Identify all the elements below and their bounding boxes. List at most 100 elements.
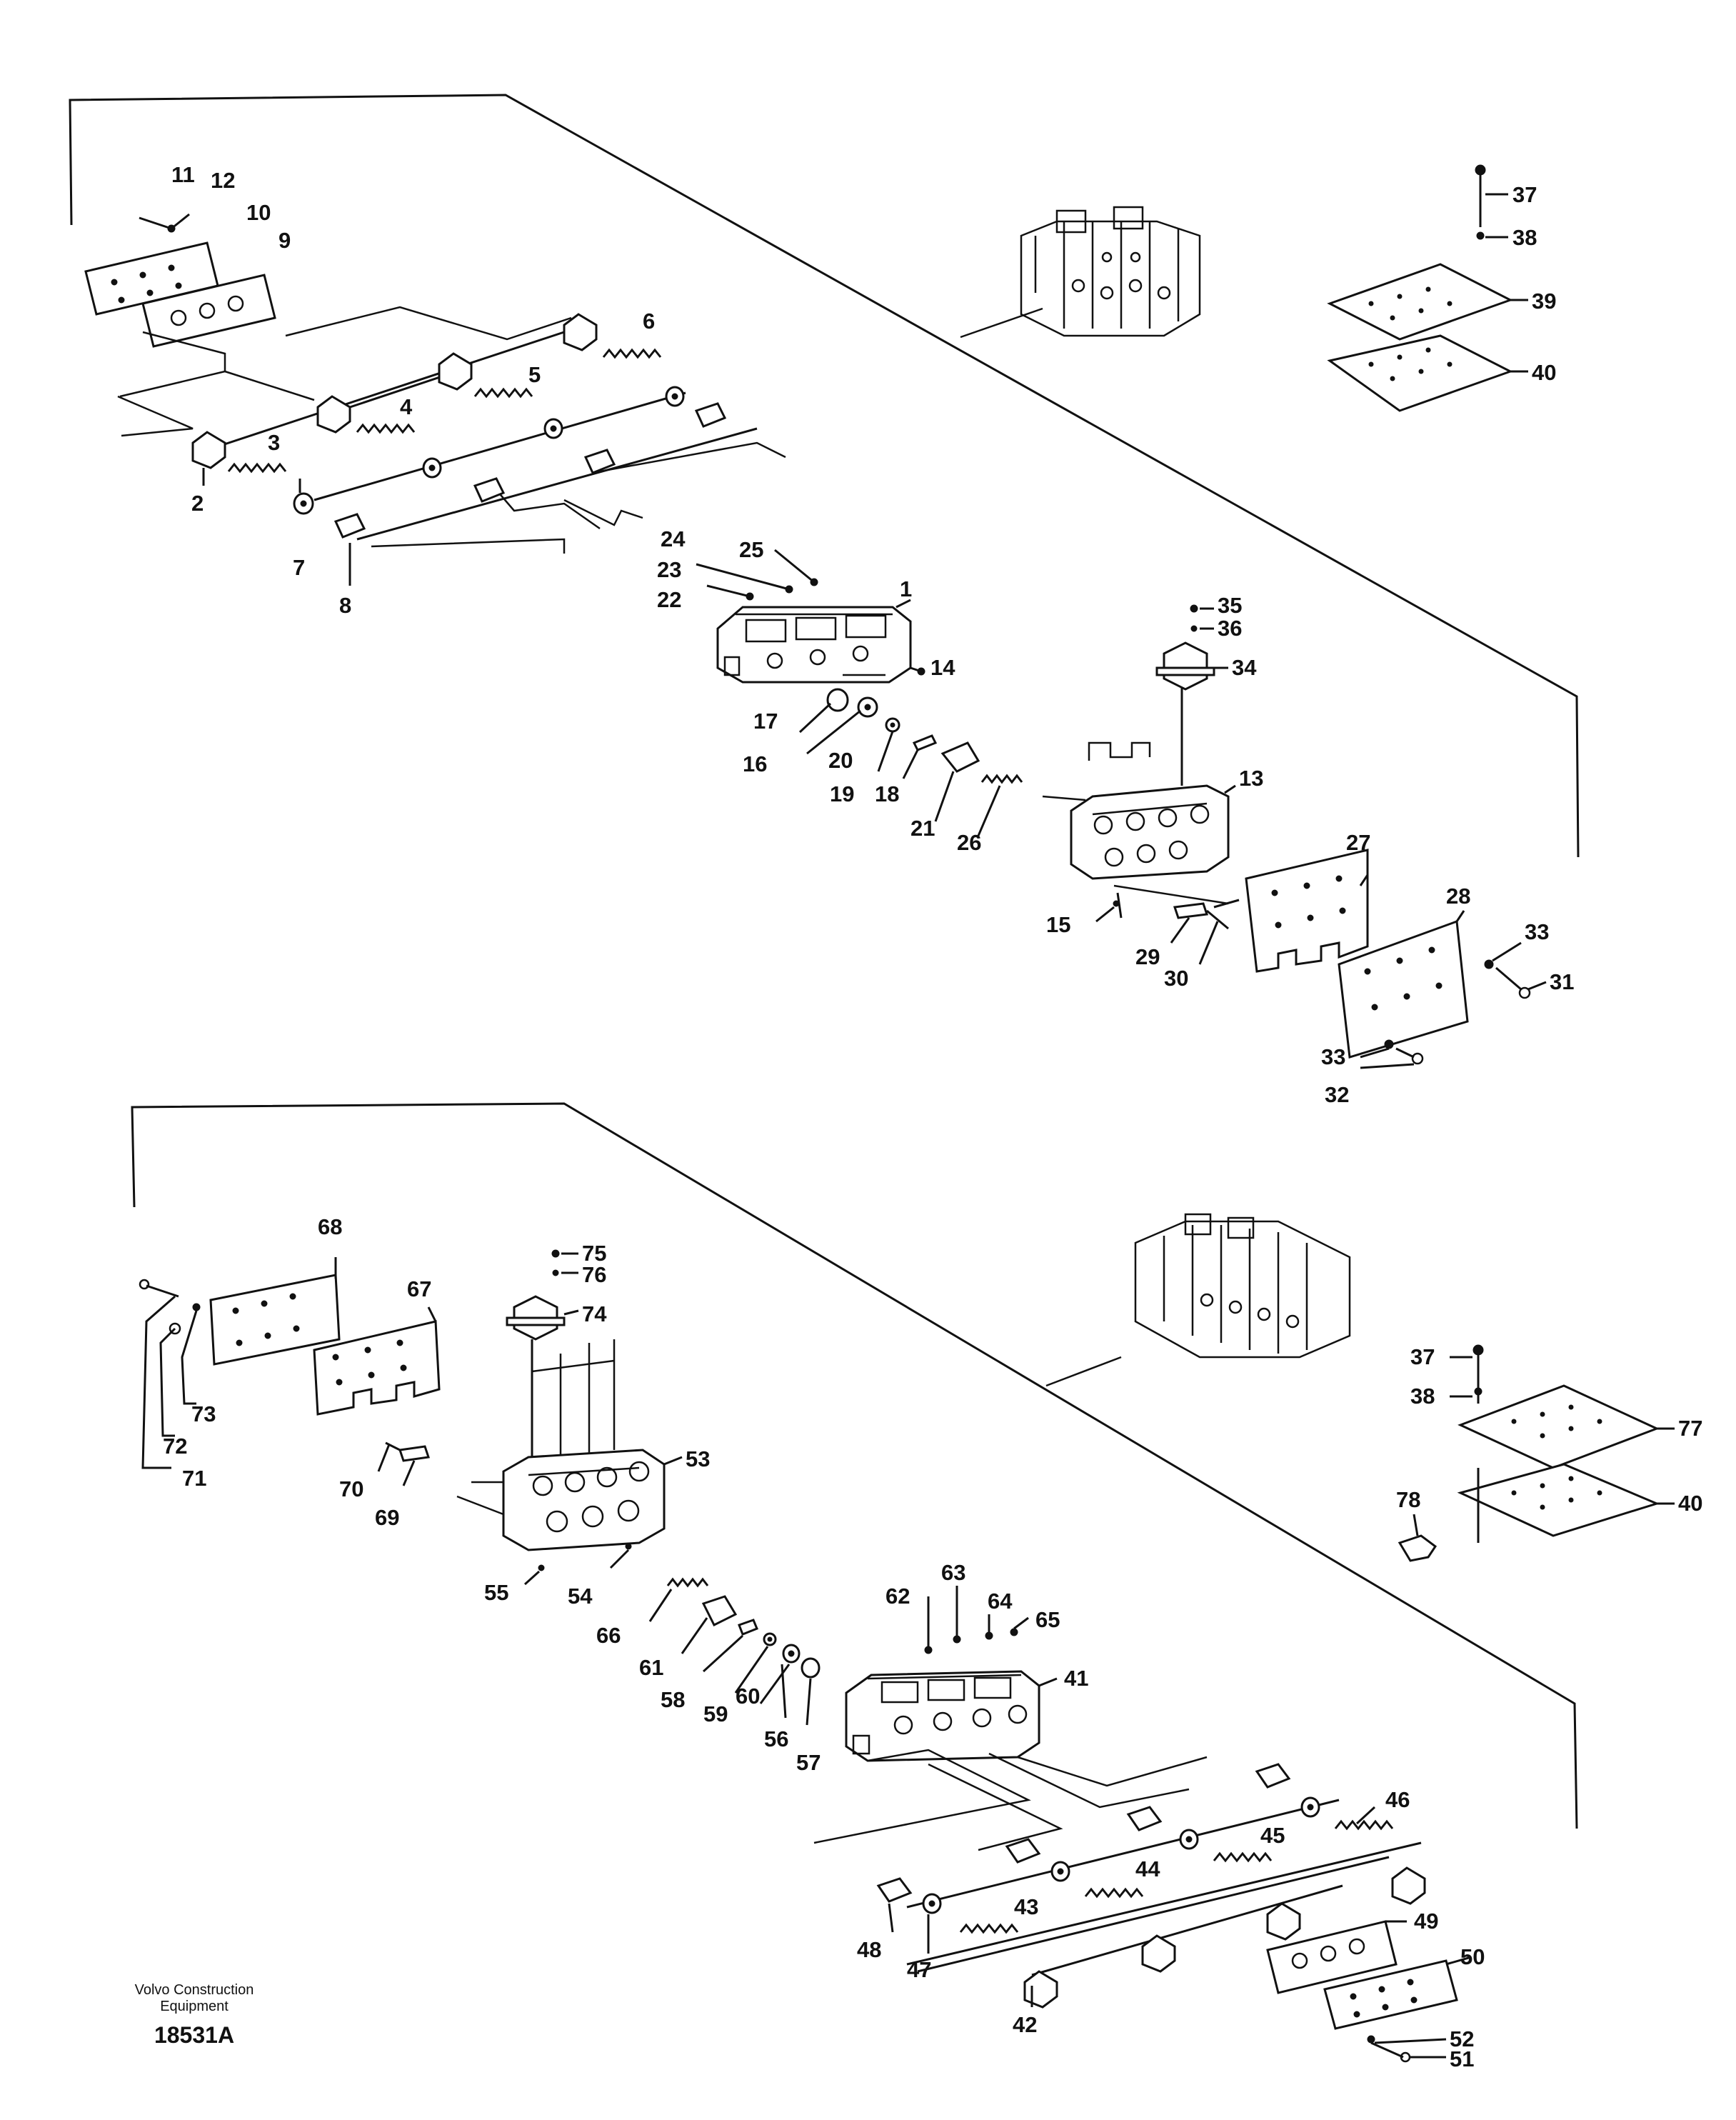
label-part-20: 20 [828,748,853,773]
label-part-47: 47 [907,1957,931,1982]
label-part-62: 62 [885,1584,910,1609]
label-part-75: 75 [582,1241,606,1266]
label-part-27: 27 [1346,830,1370,855]
label-part-13: 13 [1239,766,1263,791]
label-part-22: 22 [657,587,681,612]
lower-assembly-frame [131,1102,1578,1829]
cover-plates-27-28 [1245,849,1547,1069]
label-part-38-upper: 38 [1512,225,1537,250]
label-part-11: 11 [171,162,195,187]
cover-plates-67-68 [139,1257,441,1469]
label-part-67: 67 [407,1276,431,1301]
label-part-43: 43 [1014,1894,1038,1919]
label-part-35: 35 [1218,593,1242,618]
relief-valve-parts [798,688,1023,836]
label-part-7: 7 [293,555,305,580]
label-part-50: 50 [1460,1944,1485,1969]
valve-section-body-53 [377,1249,683,1586]
label-part-37-lower: 37 [1410,1344,1435,1369]
drawing-footer: Volvo Construction Equipment 18531A [135,1982,254,2048]
label-part-41: 41 [1064,1666,1088,1691]
valve-section-body-41 [845,1586,1058,1762]
label-part-26: 26 [957,830,981,855]
label-part-42: 42 [1013,2012,1037,2037]
label-part-25: 25 [739,537,763,562]
part-number-labels: 11 12 10 9 6 5 4 3 2 7 8 24 23 22 25 1 1… [163,162,1702,2071]
label-part-77: 77 [1678,1416,1702,1441]
label-part-1: 1 [900,576,912,601]
label-part-58: 58 [661,1687,685,1712]
label-part-32: 32 [1325,1082,1349,1107]
label-part-38-lower: 38 [1410,1384,1435,1409]
label-part-15: 15 [1046,912,1070,937]
label-part-72: 72 [163,1434,187,1459]
label-part-14: 14 [930,655,955,680]
label-part-19: 19 [830,781,854,806]
label-part-64: 64 [988,1589,1013,1614]
label-part-70: 70 [339,1476,363,1501]
label-part-21: 21 [910,816,935,841]
label-part-76: 76 [582,1262,606,1287]
label-part-61: 61 [639,1655,663,1680]
label-part-24: 24 [661,526,686,551]
label-part-51: 51 [1450,2046,1474,2071]
label-part-73: 73 [191,1401,216,1426]
label-part-56: 56 [764,1726,788,1751]
label-part-2: 2 [191,491,204,516]
label-part-57: 57 [796,1750,821,1775]
label-part-33-lower: 33 [1321,1044,1345,1069]
lower-valve-thumbnail [1134,1213,1351,1359]
label-part-5: 5 [528,362,541,387]
label-part-54: 54 [568,1584,593,1609]
label-part-63: 63 [941,1560,965,1585]
spools-springs-upper [117,306,786,586]
upper-cover-group [1327,164,1528,412]
relief-valve-parts-lower [648,1577,821,1726]
company-name-line1: Volvo Construction [135,1982,254,1998]
label-part-31: 31 [1550,969,1574,994]
label-part-60: 60 [736,1684,760,1709]
lower-cover-group [1398,1344,1675,1562]
label-part-17: 17 [753,709,778,734]
label-part-69: 69 [375,1505,399,1530]
label-part-52: 52 [1450,2026,1474,2051]
valve-section-body-1 [696,549,925,684]
upper-assembly-frame [69,94,1580,858]
label-part-36: 36 [1218,616,1242,641]
label-part-10: 10 [246,200,271,225]
label-part-8: 8 [339,593,351,618]
label-part-33-upper: 33 [1525,919,1549,944]
end-cover-plates-upper-left [84,213,276,348]
label-part-28: 28 [1446,884,1470,909]
label-part-3: 3 [268,430,280,455]
label-part-45: 45 [1260,1823,1285,1848]
label-part-44: 44 [1135,1856,1160,1881]
label-part-49: 49 [1414,1909,1438,1934]
label-part-34: 34 [1232,655,1257,680]
label-part-78: 78 [1396,1487,1420,1512]
label-part-55: 55 [484,1580,508,1605]
label-part-40-lower: 40 [1678,1491,1702,1516]
drawing-number: 18531A [154,2022,234,2048]
label-part-53: 53 [686,1446,710,1471]
label-part-59: 59 [703,1701,728,1726]
label-part-46: 46 [1385,1787,1410,1812]
label-part-9: 9 [279,228,291,253]
label-part-18: 18 [875,781,899,806]
label-part-16: 16 [743,751,767,776]
label-part-6: 6 [643,309,655,334]
label-part-71: 71 [182,1466,206,1491]
label-part-48: 48 [857,1937,881,1962]
valve-section-body-13 [1042,604,1240,965]
label-part-66: 66 [596,1623,621,1648]
label-part-68: 68 [318,1214,342,1239]
spools-springs-lower [813,1749,1472,2063]
label-part-30: 30 [1164,966,1188,991]
label-part-12: 12 [211,168,235,193]
label-part-37-upper: 37 [1512,182,1537,207]
label-part-39: 39 [1532,289,1556,314]
upper-valve-thumbnail [1020,206,1201,337]
label-part-74: 74 [582,1301,607,1326]
label-part-40-upper: 40 [1532,360,1556,385]
